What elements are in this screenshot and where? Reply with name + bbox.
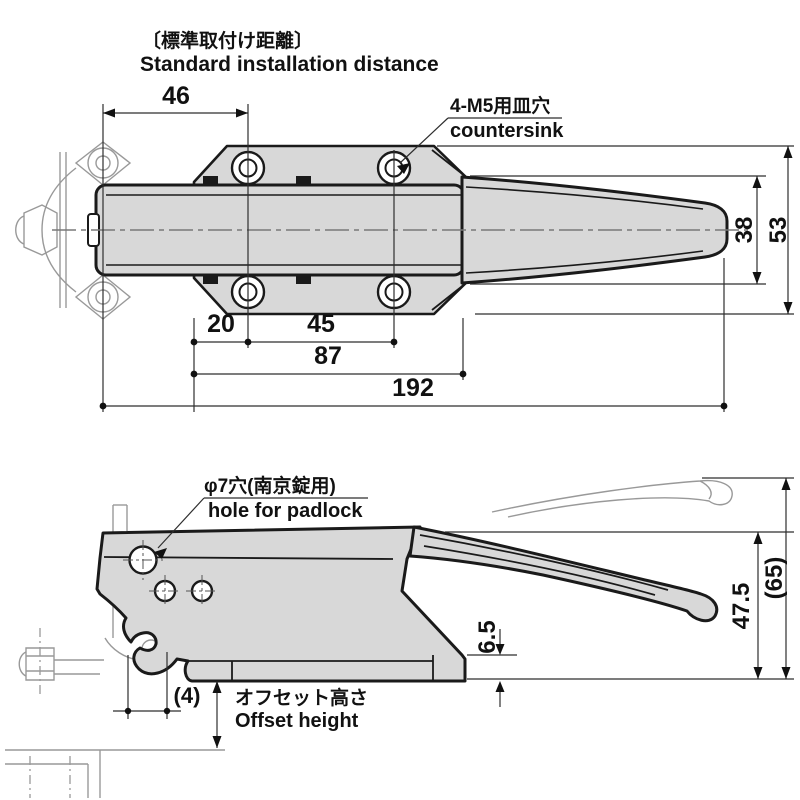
rivet-tab xyxy=(296,275,311,284)
dim-plate-length: 87 xyxy=(190,318,467,380)
dim-value: 87 xyxy=(314,342,342,370)
drawing-title-en: Standard installation distance xyxy=(140,53,439,76)
dim-overall-width: 53 xyxy=(437,145,794,315)
keeper-bolt-top xyxy=(23,204,58,256)
dim-hook-offset: (4) xyxy=(113,652,200,719)
dim-value: 192 xyxy=(392,374,434,402)
latch-handle-side xyxy=(408,525,719,623)
dim-value: 6.5 xyxy=(474,620,501,653)
raised-handle-phantom xyxy=(491,479,733,518)
spring-arm-line xyxy=(431,149,471,181)
keeper-phantom-top xyxy=(15,141,132,320)
dim-value: 45 xyxy=(307,310,335,338)
dim-open-height: (65) xyxy=(702,477,794,679)
countersink-label-en: countersink xyxy=(450,120,564,142)
rivet-tab xyxy=(296,176,311,185)
dim-value: 47.5 xyxy=(728,583,755,630)
label-countersink: 4-M5用皿穴 countersink xyxy=(397,94,564,174)
dim-value: 20 xyxy=(207,310,235,338)
dim-hole-edge-and-pitch: 20 45 xyxy=(190,150,398,412)
rivet-tab xyxy=(203,275,218,284)
dim-closed-height: 47.5 xyxy=(445,531,794,679)
offset-label-en: Offset height xyxy=(235,710,359,732)
padlock-label-en: hole for padlock xyxy=(208,500,363,522)
dim-value: (65) xyxy=(761,557,788,600)
dim-offset-height: オフセット高さ Offset height xyxy=(212,681,368,748)
spring-arm-line xyxy=(431,279,471,311)
padlock-label-jp: φ7穴(南京錠用) xyxy=(204,474,336,497)
keeper-phantom-side xyxy=(5,504,225,798)
dim-value: 38 xyxy=(731,217,758,244)
dim-installation-distance: 46 xyxy=(102,82,249,412)
door-edge-phantom xyxy=(5,749,225,798)
label-padlock: φ7穴(南京錠用) hole for padlock xyxy=(154,474,368,559)
dim-value: (4) xyxy=(174,683,201,708)
drawing-title-jp: 〔標準取付け距離〕 xyxy=(142,29,313,52)
latch-body-side xyxy=(95,525,467,683)
top-view: 〔標準取付け距離〕 Standard installation distance xyxy=(15,29,794,412)
offset-label-jp: オフセット高さ xyxy=(235,686,368,709)
dim-value: 53 xyxy=(765,217,792,244)
keeper-bolt-side xyxy=(25,647,55,681)
latch-handle-top xyxy=(460,175,729,285)
dim-value: 46 xyxy=(162,82,190,110)
countersink-label-jp: 4-M5用皿穴 xyxy=(450,94,550,117)
dim-base-thickness: 6.5 xyxy=(467,620,517,707)
rivet-tab xyxy=(203,176,218,185)
dim-tip-width: 38 xyxy=(470,175,766,285)
side-view: φ7穴(南京錠用) hole for padlock 47.5 (65) xyxy=(5,474,794,798)
body-silhouette xyxy=(95,525,467,683)
